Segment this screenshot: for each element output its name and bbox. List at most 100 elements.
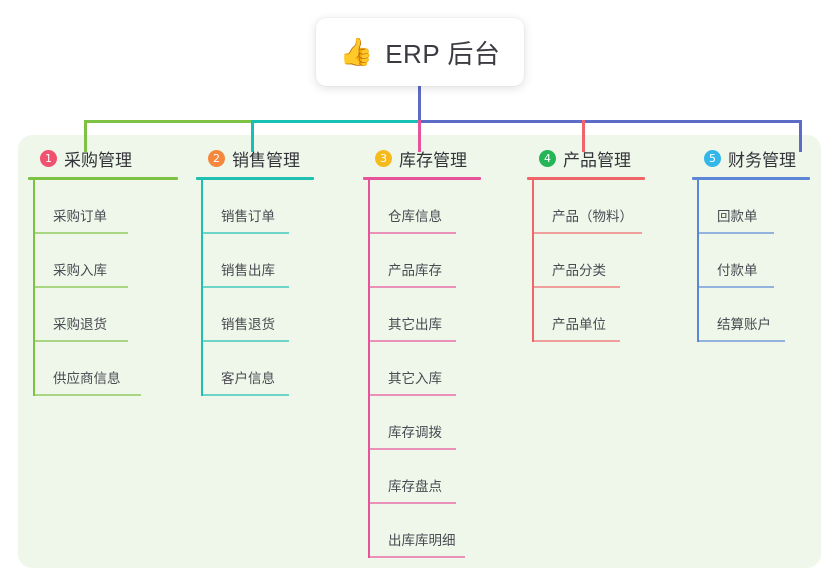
leaf-rule bbox=[532, 286, 620, 288]
leaf-label: 出库库明细 bbox=[388, 533, 456, 548]
branch-item-list-3: 仓库信息产品库存其它出库其它入库库存调拨库存盘点出库库明细 bbox=[363, 180, 481, 558]
branch-drop-3 bbox=[418, 120, 421, 152]
leaf-rule bbox=[697, 286, 774, 288]
leaf-label: 库存调拨 bbox=[388, 425, 442, 440]
branch-column-4: 4 产品管理产品（物料） 产品分类产品单位 bbox=[527, 145, 645, 342]
leaf-label: 仓库信息 bbox=[388, 209, 442, 224]
leaf-node[interactable]: 产品库存 bbox=[363, 234, 481, 288]
leaf-node[interactable]: 采购入库 bbox=[28, 234, 178, 288]
branch-drop-1 bbox=[84, 120, 87, 152]
branch-spine-2 bbox=[201, 180, 203, 396]
leaf-node[interactable]: 产品（物料） bbox=[527, 180, 645, 234]
leaf-node[interactable]: 付款单 bbox=[692, 234, 810, 288]
leaf-node[interactable]: 产品分类 bbox=[527, 234, 645, 288]
leaf-node[interactable]: 供应商信息 bbox=[28, 342, 178, 396]
branch-badge-1: 1 bbox=[40, 149, 57, 167]
leaf-label: 产品（物料） bbox=[552, 209, 633, 224]
branch-drop-4 bbox=[582, 120, 585, 152]
root-node[interactable]: 👍 ERP 后台 bbox=[316, 18, 524, 86]
branch-header-1[interactable]: 1 采购管理 bbox=[28, 145, 178, 171]
leaf-label: 库存盘点 bbox=[388, 479, 442, 494]
branch-title-1: 采购管理 bbox=[64, 150, 132, 170]
branch-header-5[interactable]: 5 财务管理 bbox=[692, 145, 810, 171]
leaf-label: 产品库存 bbox=[388, 263, 442, 278]
leaf-node[interactable]: 销售订单 bbox=[196, 180, 314, 234]
thumbs-up-icon: 👍 bbox=[339, 36, 374, 68]
leaf-rule bbox=[368, 394, 456, 396]
branch-badge-3: 3 bbox=[375, 149, 392, 167]
branch-column-5: 5 财务管理回款单付款单结算账户 bbox=[692, 145, 810, 342]
leaf-rule bbox=[368, 502, 456, 504]
leaf-rule bbox=[532, 340, 620, 342]
leaf-rule bbox=[368, 232, 456, 234]
leaf-label: 其它入库 bbox=[388, 371, 442, 386]
root-stem-connector bbox=[418, 86, 421, 123]
bus-segment-3 bbox=[419, 120, 801, 123]
leaf-rule bbox=[697, 232, 774, 234]
branch-spine-5 bbox=[697, 180, 699, 342]
diagram-panel bbox=[18, 135, 821, 568]
branch-spine-4 bbox=[532, 180, 534, 342]
leaf-rule bbox=[201, 232, 289, 234]
leaf-label: 采购订单 bbox=[53, 209, 107, 224]
leaf-label: 采购退货 bbox=[53, 317, 107, 332]
branch-title-5: 财务管理 bbox=[728, 150, 796, 170]
branch-rule-1 bbox=[28, 177, 178, 180]
leaf-label: 客户信息 bbox=[221, 371, 275, 386]
leaf-label: 回款单 bbox=[717, 209, 758, 224]
leaf-node[interactable]: 采购订单 bbox=[28, 180, 178, 234]
leaf-rule bbox=[368, 286, 456, 288]
leaf-node[interactable]: 销售退货 bbox=[196, 288, 314, 342]
leaf-rule bbox=[368, 340, 456, 342]
leaf-node[interactable]: 其它出库 bbox=[363, 288, 481, 342]
root-title: ERP 后台 bbox=[385, 38, 501, 69]
leaf-node[interactable]: 仓库信息 bbox=[363, 180, 481, 234]
branch-item-list-5: 回款单付款单结算账户 bbox=[692, 180, 810, 342]
branch-drop-2 bbox=[251, 120, 254, 152]
branch-spine-3 bbox=[368, 180, 370, 558]
leaf-node[interactable]: 客户信息 bbox=[196, 342, 314, 396]
branch-column-1: 1 采购管理采购订单采购入库采购退货供应商信息 bbox=[28, 145, 178, 396]
branch-rule-4 bbox=[527, 177, 645, 180]
bus-segment-1 bbox=[85, 120, 253, 123]
leaf-node[interactable]: 其它入库 bbox=[363, 342, 481, 396]
leaf-rule bbox=[532, 232, 642, 234]
branch-title-4: 产品管理 bbox=[563, 150, 631, 170]
branch-item-list-1: 采购订单采购入库采购退货供应商信息 bbox=[28, 180, 178, 396]
leaf-node[interactable]: 结算账户 bbox=[692, 288, 810, 342]
leaf-node[interactable]: 销售出库 bbox=[196, 234, 314, 288]
leaf-label: 其它出库 bbox=[388, 317, 442, 332]
leaf-label: 销售订单 bbox=[221, 209, 275, 224]
leaf-node[interactable]: 出库库明细 bbox=[363, 504, 481, 558]
branch-rule-5 bbox=[692, 177, 810, 180]
branch-spine-1 bbox=[33, 180, 35, 396]
leaf-rule bbox=[33, 286, 128, 288]
leaf-node[interactable]: 库存盘点 bbox=[363, 450, 481, 504]
leaf-rule bbox=[368, 556, 465, 558]
leaf-node[interactable]: 库存调拨 bbox=[363, 396, 481, 450]
leaf-label: 销售出库 bbox=[221, 263, 275, 278]
leaf-rule bbox=[33, 232, 128, 234]
branch-rule-3 bbox=[363, 177, 481, 180]
bus-segment-2 bbox=[252, 120, 420, 123]
leaf-label: 结算账户 bbox=[717, 317, 771, 332]
branch-item-list-4: 产品（物料） 产品分类产品单位 bbox=[527, 180, 645, 342]
branch-header-4[interactable]: 4 产品管理 bbox=[527, 145, 645, 171]
leaf-label: 采购入库 bbox=[53, 263, 107, 278]
branch-badge-4: 4 bbox=[539, 149, 556, 167]
leaf-node[interactable]: 产品单位 bbox=[527, 288, 645, 342]
branch-title-2: 销售管理 bbox=[232, 150, 300, 170]
leaf-rule bbox=[33, 340, 128, 342]
leaf-node[interactable]: 回款单 bbox=[692, 180, 810, 234]
branch-item-list-2: 销售订单销售出库销售退货客户信息 bbox=[196, 180, 314, 396]
leaf-node[interactable]: 采购退货 bbox=[28, 288, 178, 342]
leaf-label: 付款单 bbox=[717, 263, 758, 278]
leaf-rule bbox=[33, 394, 141, 396]
leaf-rule bbox=[368, 448, 456, 450]
leaf-label: 销售退货 bbox=[221, 317, 275, 332]
branch-badge-5: 5 bbox=[704, 149, 721, 167]
